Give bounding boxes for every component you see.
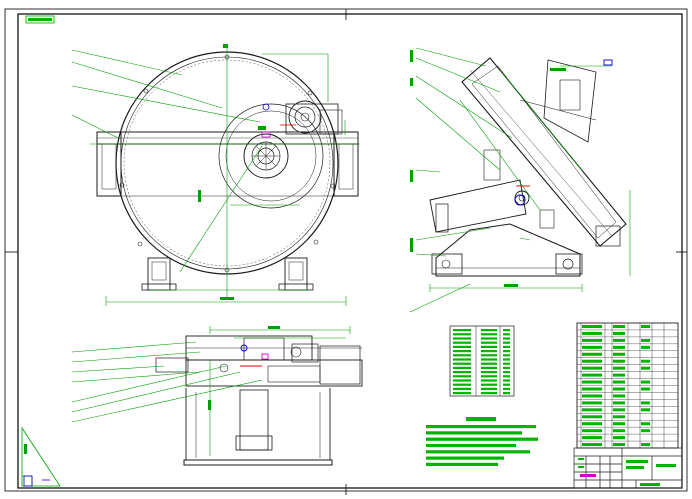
front-view-accents [261,103,296,138]
side-view-dimensions [409,47,631,313]
parts-list-row [582,331,625,335]
parameter-row [453,366,510,369]
center-mark-icon [5,9,687,495]
front-view-dimensions [71,44,360,306]
requirement-line [426,450,530,454]
parameter-row [453,387,510,390]
parameter-row [453,362,510,365]
parts-list [576,322,679,449]
top-view [155,335,363,466]
parts-list-row [582,345,650,349]
parameter-row [453,354,510,357]
parts-list-row [582,380,650,384]
requirement-line [426,443,516,448]
parts-list-row [582,415,625,419]
technical-requirements [426,417,538,466]
requirement-line [426,462,498,466]
parts-list-row [582,387,650,391]
parts-list-row [582,352,625,356]
parameter-row [453,337,510,340]
requirement-line [426,456,504,460]
parameter-row [453,375,510,378]
parameter-row [453,329,510,332]
requirement-line [426,425,536,429]
parts-list-row [582,436,625,440]
parts-list-row [582,373,625,377]
parts-list-row [582,359,650,363]
top-view-accents [240,344,269,367]
requirement-line [426,437,538,441]
drawing-code-box [25,15,55,24]
parameter-row [453,341,510,344]
triangle-gauge-icon [21,426,61,487]
inner-frame [17,13,683,489]
parts-list-row [582,401,650,405]
requirement-line [426,431,522,435]
parts-list-row [582,408,650,412]
parameter-row [453,383,510,386]
parts-list-row [582,325,650,328]
parameters-table [449,325,515,397]
side-view [429,57,627,277]
parts-list-row [582,366,650,370]
parameter-row [453,392,510,395]
parameter-row [453,350,510,353]
parts-list-row [582,443,650,447]
title-block [573,447,683,489]
parameter-row [453,371,510,374]
parts-list-row [582,338,650,342]
parameter-row [453,333,510,336]
top-view-dimensions [71,326,351,456]
parts-list-row [582,394,625,398]
parts-list-row [582,422,650,426]
outer-frame [4,8,688,492]
parts-list-row [582,429,650,433]
front-view [96,51,359,291]
parameter-row [453,379,510,382]
parameter-row [453,345,510,348]
parameter-row [453,358,510,361]
side-view-accents [514,59,613,206]
